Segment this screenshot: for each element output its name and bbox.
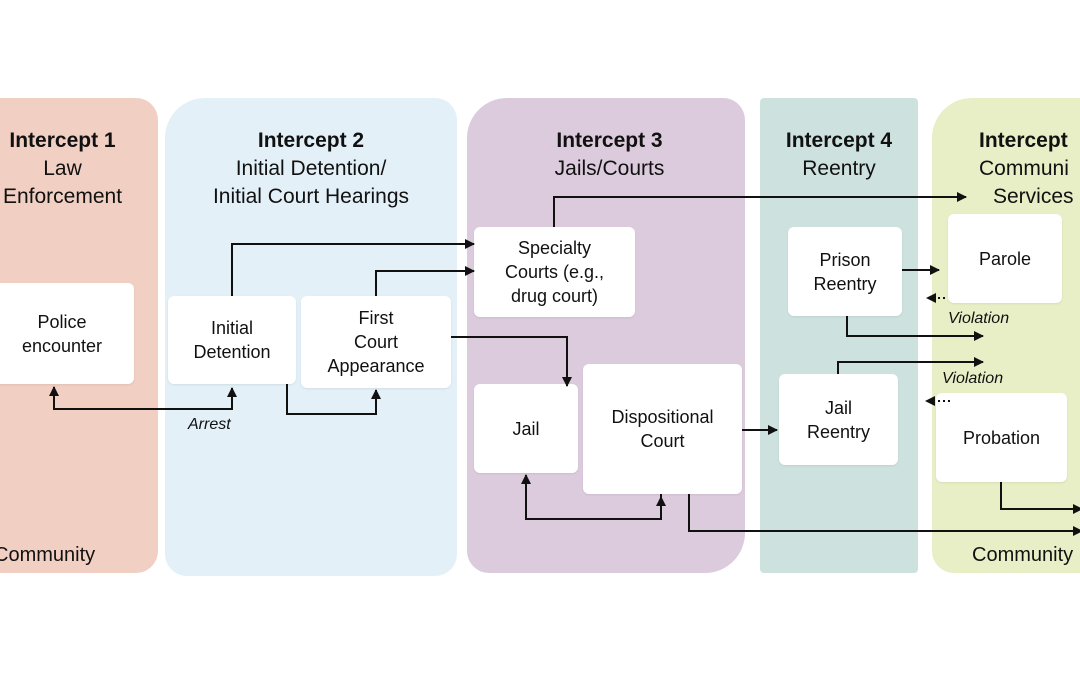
specialty-courts-line-1: Specialty xyxy=(517,238,592,258)
prison-reentry-line-2: Reentry xyxy=(813,273,877,294)
intercept-1-sub-2: Enforcement xyxy=(2,185,123,208)
intercept-4-sub-1: Reentry xyxy=(802,157,876,180)
intercept-5-heading: Intercept xyxy=(979,129,1068,152)
intercept-2-sub-2: Initial Court Hearings xyxy=(212,185,410,208)
police-encounter-box: Police encounter xyxy=(0,283,134,384)
dispositional-to-community-arrow xyxy=(688,494,1080,536)
probation-label: Probation xyxy=(962,427,1041,448)
violation-label-probation: Violation xyxy=(942,370,1004,387)
jail-to-dispositional-arrow xyxy=(600,496,666,520)
intercept-3-title: Intercept 3 Jails/Courts xyxy=(467,127,752,183)
prison-reentry-out-arrow xyxy=(846,316,984,341)
intercept-1-sub-1: Law xyxy=(43,157,82,180)
intercept-2-title: Intercept 2 Initial Detention/ Initial C… xyxy=(165,127,457,211)
intercept-5-title: Intercept Communi Services xyxy=(979,127,1074,211)
intercept-2-sub-1: Initial Detention/ xyxy=(235,157,387,180)
intercept-1-heading: Intercept 1 xyxy=(9,129,116,152)
initial-detention-box: Initial Detention xyxy=(168,296,296,384)
intercept-4-heading: Intercept 4 xyxy=(785,129,893,152)
probation-to-community-arrow xyxy=(1000,482,1080,514)
parole-box: Parole xyxy=(948,214,1062,303)
first-court-to-jail-arrow xyxy=(451,336,572,387)
prison-reentry-line-1: Prison xyxy=(819,249,871,270)
violation-label-parole: Violation xyxy=(948,310,1010,327)
jail-reentry-line-2: Reentry xyxy=(806,421,871,442)
prison-reentry-box: Prison Reentry xyxy=(788,227,902,316)
detention-to-specialty-arrow xyxy=(231,239,475,296)
first-court-line-3: Appearance xyxy=(327,356,425,376)
intercept-3-heading: Intercept 3 xyxy=(556,129,663,152)
jail-box: Jail xyxy=(474,384,578,473)
jail-label: Jail xyxy=(512,418,540,439)
arrest-label: Arrest xyxy=(188,416,231,433)
jail-reentry-line-1: Jail xyxy=(824,397,852,418)
jail-reentry-box: Jail Reentry xyxy=(779,374,898,465)
specialty-to-community-arrow xyxy=(553,192,967,227)
arrest-arrow-up xyxy=(150,387,237,410)
first-court-line-1: First xyxy=(358,308,394,328)
initial-detention-line-1: Initial xyxy=(210,318,254,338)
detention-to-first-court-arrow xyxy=(286,384,381,415)
dispositional-court-box: Dispositional Court xyxy=(583,364,742,494)
probation-box: Probation xyxy=(936,393,1067,482)
initial-detention-line-2: Detention xyxy=(193,342,271,362)
first-court-appearance-box: First Court Appearance xyxy=(301,296,451,388)
intercept-5-sub-1: Communi xyxy=(979,157,1069,180)
arrest-arrow xyxy=(49,386,233,410)
police-encounter-line-1: Police xyxy=(37,311,87,332)
first-court-to-specialty-arrow xyxy=(375,266,475,296)
dispositional-court-line-1: Dispositional xyxy=(611,407,714,427)
dispositional-court-line-2: Court xyxy=(640,431,685,451)
intercept-4-title: Intercept 4 Reentry xyxy=(760,127,918,183)
dispositional-to-jail-arrow xyxy=(521,474,662,520)
intercept-1-title: Intercept 1 Law Enforcement xyxy=(0,127,145,211)
police-encounter-line-2: encounter xyxy=(21,335,103,356)
intercept-2-heading: Intercept 2 xyxy=(257,129,365,152)
intercept-3-sub-1: Jails/Courts xyxy=(554,157,665,180)
specialty-courts-line-3: drug court) xyxy=(510,286,599,306)
community-label-right: Community xyxy=(972,544,1074,566)
intercept-5-sub-2: Services xyxy=(993,185,1074,208)
jail-reentry-out-arrow xyxy=(837,357,984,374)
specialty-courts-line-2: Courts (e.g., xyxy=(504,262,605,282)
parole-label: Parole xyxy=(978,248,1032,269)
first-court-line-2: Court xyxy=(353,332,398,352)
community-label-left: Community xyxy=(0,544,96,566)
specialty-courts-box: Specialty Courts (e.g., drug court) xyxy=(474,227,635,317)
